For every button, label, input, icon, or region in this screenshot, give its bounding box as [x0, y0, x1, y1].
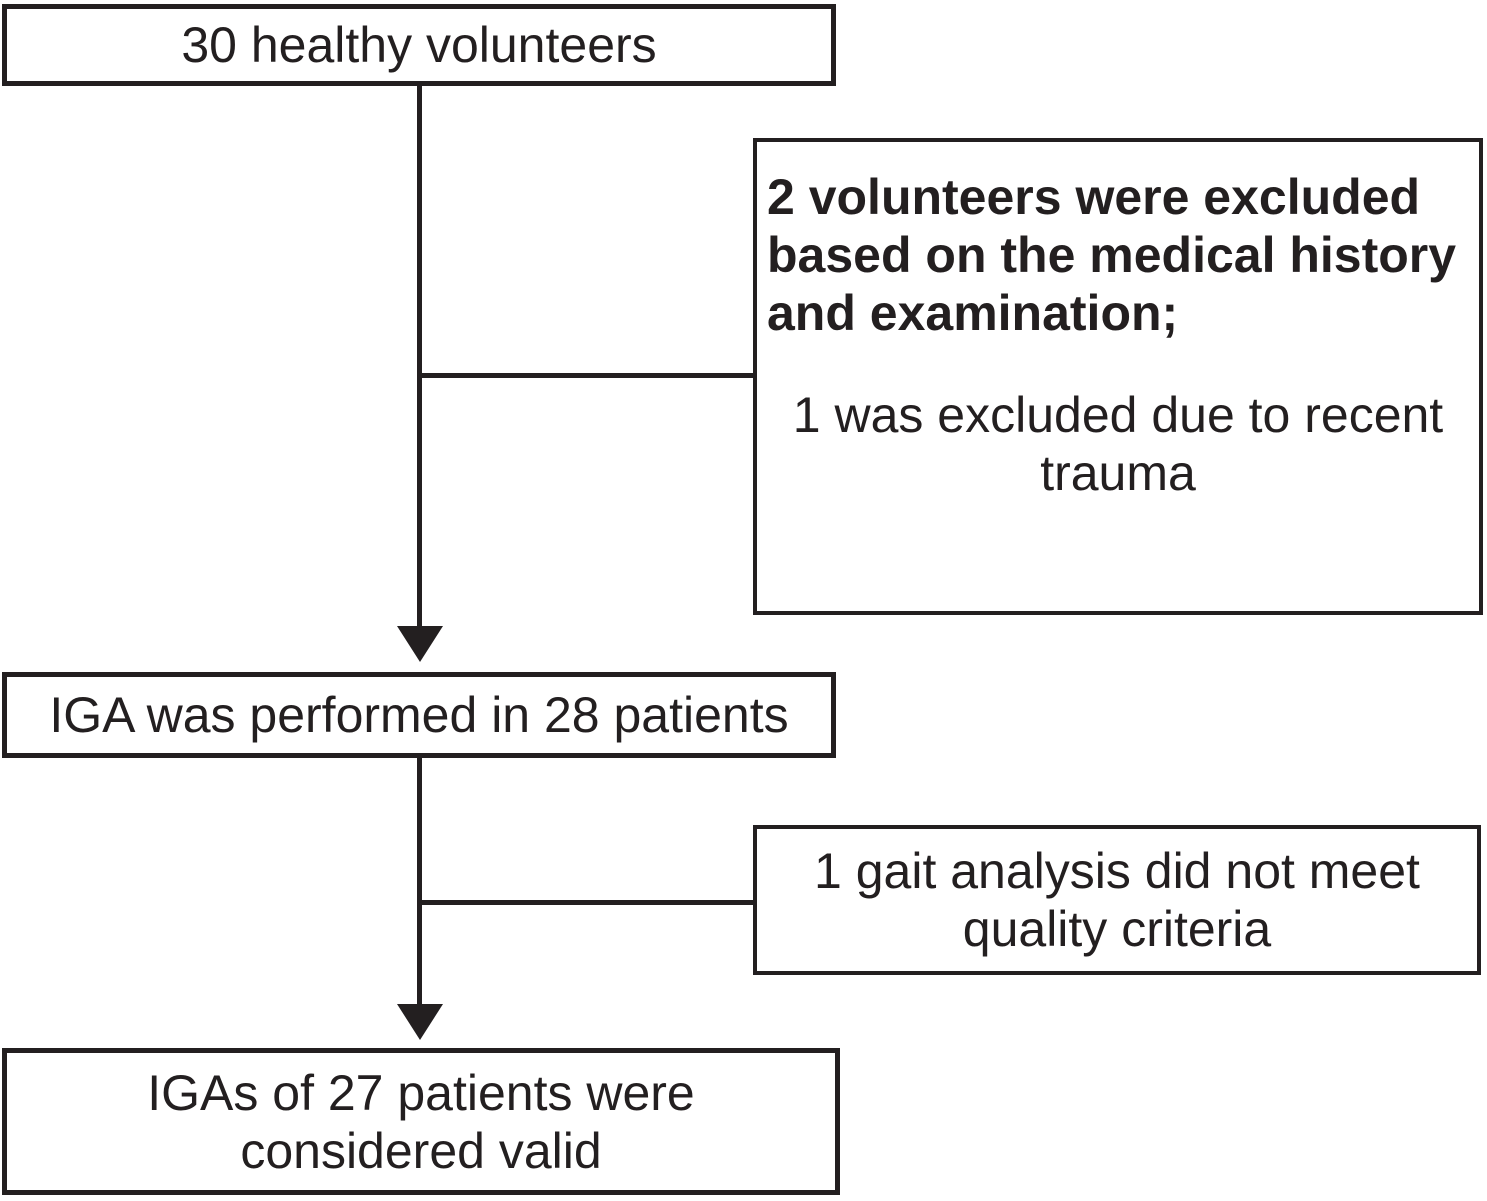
- node-exclusion-medical-history: 2 volunteers were excluded based on the …: [753, 138, 1483, 615]
- connector-line-iga-to-valid: [417, 758, 422, 1004]
- arrowhead-down-icon: [397, 626, 443, 662]
- node-igas-valid-line: considered valid: [240, 1122, 602, 1179]
- exclusion-heading-line: 2 volunteers were excluded: [767, 169, 1421, 225]
- exclusion-medical-history-note: 1 was excluded due to recent trauma: [767, 386, 1469, 502]
- branch-line-to-exclusion-1: [417, 373, 757, 378]
- node-healthy-volunteers-label: 30 healthy volunteers: [181, 17, 657, 73]
- arrowhead-down-icon: [397, 1004, 443, 1040]
- node-iga-performed-label: IGA was performed in 28 patients: [49, 687, 789, 743]
- node-exclusion-quality-criteria: 1 gait analysis did not meet quality cri…: [753, 825, 1481, 975]
- exclusion-note-line: 1 was excluded due to recent: [792, 387, 1444, 443]
- node-healthy-volunteers: 30 healthy volunteers: [2, 4, 836, 86]
- exclusion-heading-line: based on the medical history: [767, 227, 1457, 283]
- node-igas-valid-line: IGAs of 27 patients were: [147, 1064, 695, 1121]
- exclusion-heading-line: and examination;: [767, 285, 1179, 341]
- connector-line-top-to-iga: [417, 86, 422, 626]
- exclusion-quality-line: 1 gait analysis did not meet: [814, 843, 1420, 899]
- node-iga-performed: IGA was performed in 28 patients: [2, 672, 836, 758]
- exclusion-quality-line: quality criteria: [962, 901, 1272, 957]
- exclusion-note-line: trauma: [1040, 445, 1196, 501]
- exclusion-medical-history-heading: 2 volunteers were excluded based on the …: [767, 168, 1469, 342]
- branch-line-to-exclusion-2: [417, 900, 757, 905]
- node-igas-valid: IGAs of 27 patients were considered vali…: [2, 1048, 840, 1195]
